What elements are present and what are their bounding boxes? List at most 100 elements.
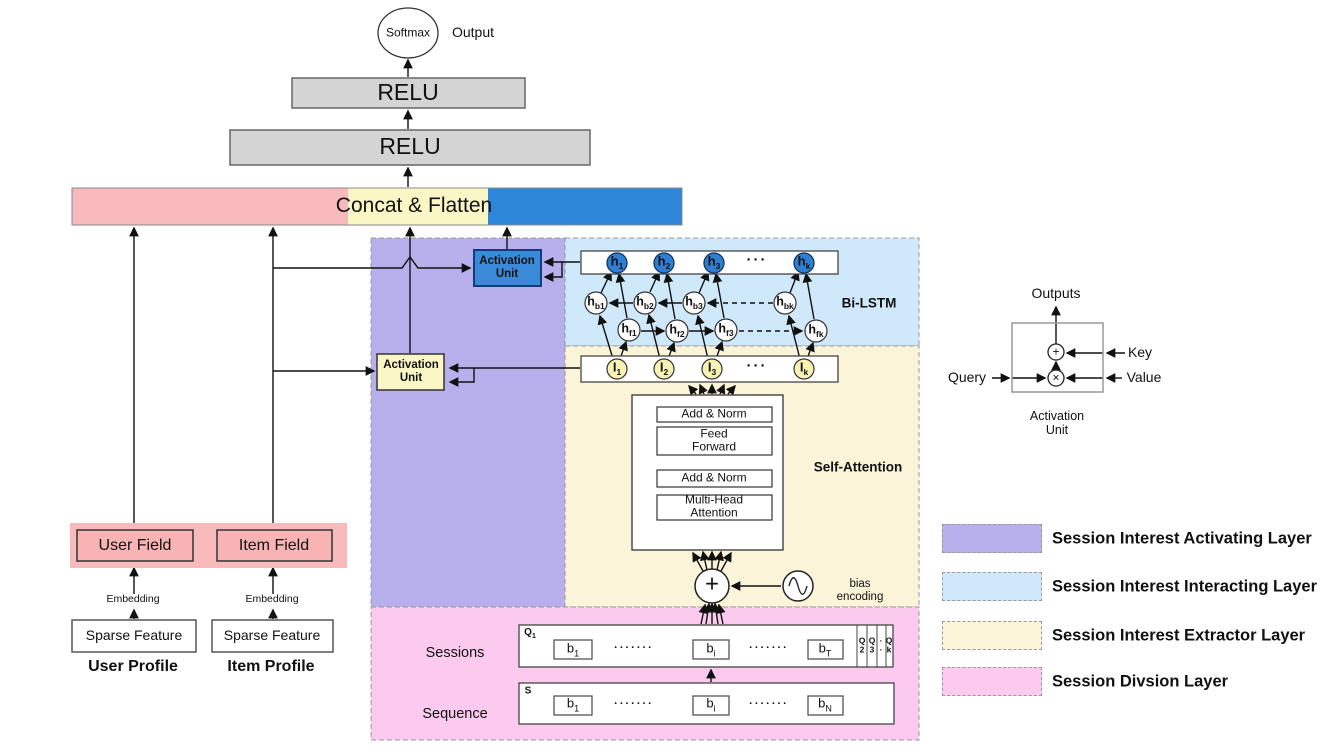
hf-nodes bbox=[617, 318, 828, 343]
concat-flatten-label: Concat & Flatten bbox=[335, 194, 493, 218]
self-attention-label: Self-Attention bbox=[813, 459, 903, 475]
hf3-label: hf3 bbox=[718, 321, 734, 338]
hbk-label: hbk bbox=[776, 294, 794, 311]
sessions-bar bbox=[518, 624, 894, 668]
item-sparse-box bbox=[211, 619, 334, 653]
softmax-label: Softmax bbox=[385, 25, 431, 40]
item-field-box bbox=[216, 529, 333, 562]
feed-forward-box bbox=[656, 426, 773, 456]
au-value-label: Value bbox=[1126, 369, 1162, 386]
add-norm-bottom-label: Add & Norm bbox=[681, 470, 747, 485]
sequence-label: Sequence bbox=[422, 705, 488, 722]
s-label: S bbox=[524, 685, 532, 697]
sequence-bi: bi bbox=[706, 695, 716, 714]
au-key-label: Key bbox=[1127, 344, 1153, 361]
h3-label: h3 bbox=[707, 253, 721, 272]
relu-bottom-label: RELU bbox=[379, 133, 441, 160]
au-detail-box bbox=[1011, 322, 1104, 393]
hb1-label: hb1 bbox=[587, 294, 605, 311]
h2-label: h2 bbox=[657, 253, 671, 272]
hk-label: hk bbox=[797, 253, 811, 272]
user-embedding-label: Embedding bbox=[106, 593, 160, 606]
legend-label-interacting: Session Interest Interacting Layer bbox=[1052, 577, 1318, 596]
au-detail-label: Activation Unit bbox=[1029, 409, 1085, 437]
feed-forward-label: Feed Forward bbox=[691, 426, 737, 454]
sequence-bn: bN bbox=[818, 695, 832, 714]
session-bt: bT bbox=[818, 640, 832, 659]
relu-top-box bbox=[291, 77, 526, 109]
q2-col: Q 2 bbox=[858, 635, 866, 655]
activating-layer-region bbox=[370, 237, 566, 608]
hf1-label: hf1 bbox=[621, 321, 637, 338]
hb-nodes bbox=[584, 291, 797, 315]
hb2-label: hb2 bbox=[636, 294, 654, 311]
i-ellipsis: ··· bbox=[746, 357, 768, 375]
activation-unit-yellow-box bbox=[376, 353, 445, 391]
au-query-label: Query bbox=[947, 369, 987, 386]
bias-add-node bbox=[694, 568, 730, 604]
bias-add-plus: + bbox=[704, 570, 720, 598]
h-nodes bbox=[606, 252, 815, 274]
relu-top-label: RELU bbox=[377, 79, 439, 106]
hb3-label: hb3 bbox=[685, 294, 703, 311]
ik-label: Ik bbox=[799, 359, 809, 378]
session-dots-2: ······· bbox=[749, 641, 789, 654]
item-sparse-label: Sparse Feature bbox=[223, 627, 321, 644]
sequence-bar bbox=[518, 682, 895, 725]
au-times-node bbox=[1047, 369, 1065, 387]
relu-bottom-box bbox=[229, 129, 591, 166]
activation-unit-yellow-label: Activation Unit bbox=[383, 359, 439, 384]
sine-wave-icon bbox=[788, 577, 808, 595]
session-dots-1: ······· bbox=[614, 641, 654, 654]
sequence-dots-1: ······· bbox=[614, 697, 654, 710]
h-ellipsis: ··· bbox=[746, 251, 768, 269]
concat-flatten-bar bbox=[71, 187, 683, 226]
legend-swatch-extractor bbox=[942, 621, 1042, 650]
sequence-dots-2: ······· bbox=[749, 697, 789, 710]
add-norm-bottom-box bbox=[656, 469, 773, 488]
add-norm-top-box bbox=[656, 406, 773, 423]
legend-label-extractor: Session Interest Extractor Layer bbox=[1052, 626, 1306, 645]
add-norm-top-label: Add & Norm bbox=[681, 406, 747, 421]
user-profile-label: User Profile bbox=[88, 658, 178, 676]
activation-unit-blue-label: Activation Unit bbox=[479, 255, 535, 280]
legend-label-division: Session Divsion Layer bbox=[1052, 672, 1229, 691]
sequence-b1: b1 bbox=[566, 695, 580, 714]
item-embedding-label: Embedding bbox=[245, 593, 299, 606]
au-times-symbol: × bbox=[1052, 370, 1060, 385]
user-field-box bbox=[76, 529, 194, 562]
i-nodes bbox=[606, 358, 815, 380]
q1-label: Q1 bbox=[524, 627, 536, 641]
item-profile-label: Item Profile bbox=[227, 658, 315, 676]
item-field-label: Item Field bbox=[238, 537, 310, 555]
multi-head-attention-box bbox=[656, 494, 773, 521]
softmax-node bbox=[377, 7, 439, 59]
i1-label: I1 bbox=[612, 359, 622, 378]
legend-swatch-interacting bbox=[942, 572, 1042, 601]
user-sparse-box bbox=[71, 619, 197, 653]
multi-head-attention-label: Multi-Head Attention bbox=[684, 492, 744, 520]
legend-label-activating: Session Interest Activating Layer bbox=[1052, 529, 1312, 548]
legend-swatch-activating bbox=[942, 524, 1042, 553]
output-label: Output bbox=[451, 24, 495, 41]
q3-col: Q 3 bbox=[868, 635, 876, 655]
q-dots-col: · · bbox=[879, 635, 883, 655]
user-sparse-label: Sparse Feature bbox=[85, 627, 183, 644]
au-plus-symbol: + bbox=[1052, 344, 1060, 359]
bias-encoding-label: bias encoding bbox=[836, 578, 884, 603]
connector-arrows bbox=[129, 58, 1125, 682]
qk-col: Q k bbox=[885, 635, 893, 655]
session-bi: bi bbox=[706, 640, 716, 659]
hfk-label: hfk bbox=[808, 322, 824, 339]
session-b1: b1 bbox=[566, 640, 580, 659]
sessions-label: Sessions bbox=[425, 644, 485, 661]
i3-label: I3 bbox=[707, 359, 717, 378]
bilstm-label: Bi-LSTM bbox=[841, 295, 897, 311]
legend-swatch-division bbox=[942, 667, 1042, 696]
au-plus-node bbox=[1047, 343, 1065, 361]
user-field-label: User Field bbox=[98, 537, 172, 555]
au-outputs-label: Outputs bbox=[1031, 285, 1081, 302]
i2-label: I2 bbox=[659, 359, 669, 378]
